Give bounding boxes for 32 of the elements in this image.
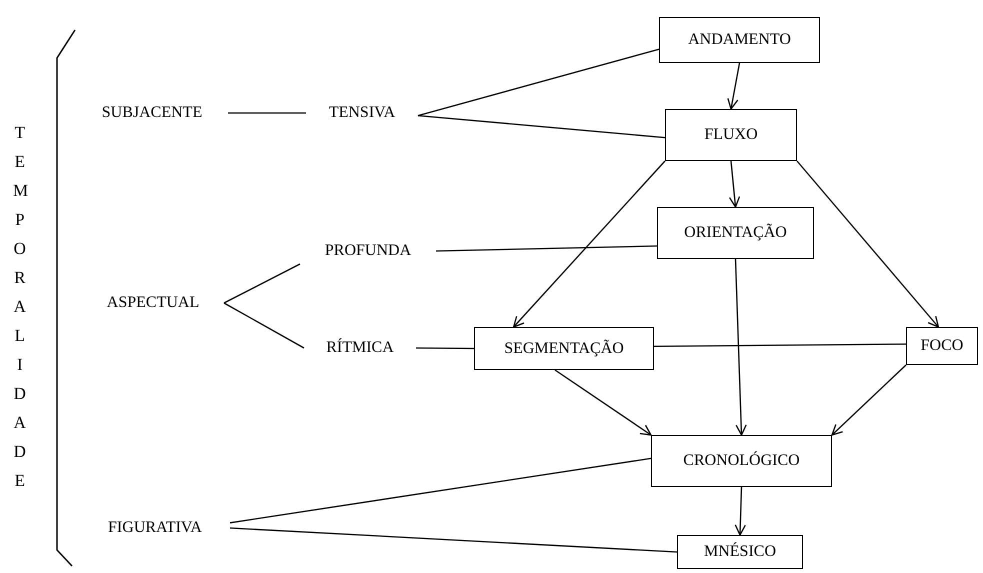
arrow xyxy=(727,62,740,110)
concept-label: TENSIVA xyxy=(306,100,418,126)
concept-label: FIGURATIVA xyxy=(80,515,230,541)
arrow xyxy=(734,486,746,536)
connector-line xyxy=(418,114,666,138)
arrow xyxy=(831,364,906,436)
connector-line xyxy=(654,343,906,347)
connector-line xyxy=(230,527,678,553)
concept-box: ANDAMENTO xyxy=(659,17,820,63)
connector-line xyxy=(230,458,652,524)
arrow xyxy=(728,160,740,208)
concept-box: CRONOLÓGICO xyxy=(651,435,832,487)
concept-box: FLUXO xyxy=(665,109,797,161)
concept-label: RÍTMICA xyxy=(304,335,416,361)
concept-box: FOCO xyxy=(906,327,978,365)
connector-line xyxy=(436,245,658,252)
concept-box: ORIENTAÇÃO xyxy=(657,207,814,259)
arrow xyxy=(734,258,747,436)
arrow xyxy=(512,160,666,328)
connector-line xyxy=(416,347,474,350)
concept-label: PROFUNDA xyxy=(300,238,436,264)
concept-label: SUBJACENTE xyxy=(76,100,228,126)
connector-line xyxy=(224,263,300,304)
concept-box: SEGMENTAÇÃO xyxy=(474,327,654,370)
arrow xyxy=(554,369,652,436)
concept-box: MNÉSICO xyxy=(677,535,803,569)
connector-line xyxy=(224,302,304,349)
connector-line xyxy=(228,112,306,114)
arrow xyxy=(796,160,940,328)
concept-label: ASPECTUAL xyxy=(82,290,224,316)
vertical-label: TEMPORALIDADE xyxy=(13,122,27,492)
connector-line xyxy=(418,48,660,116)
